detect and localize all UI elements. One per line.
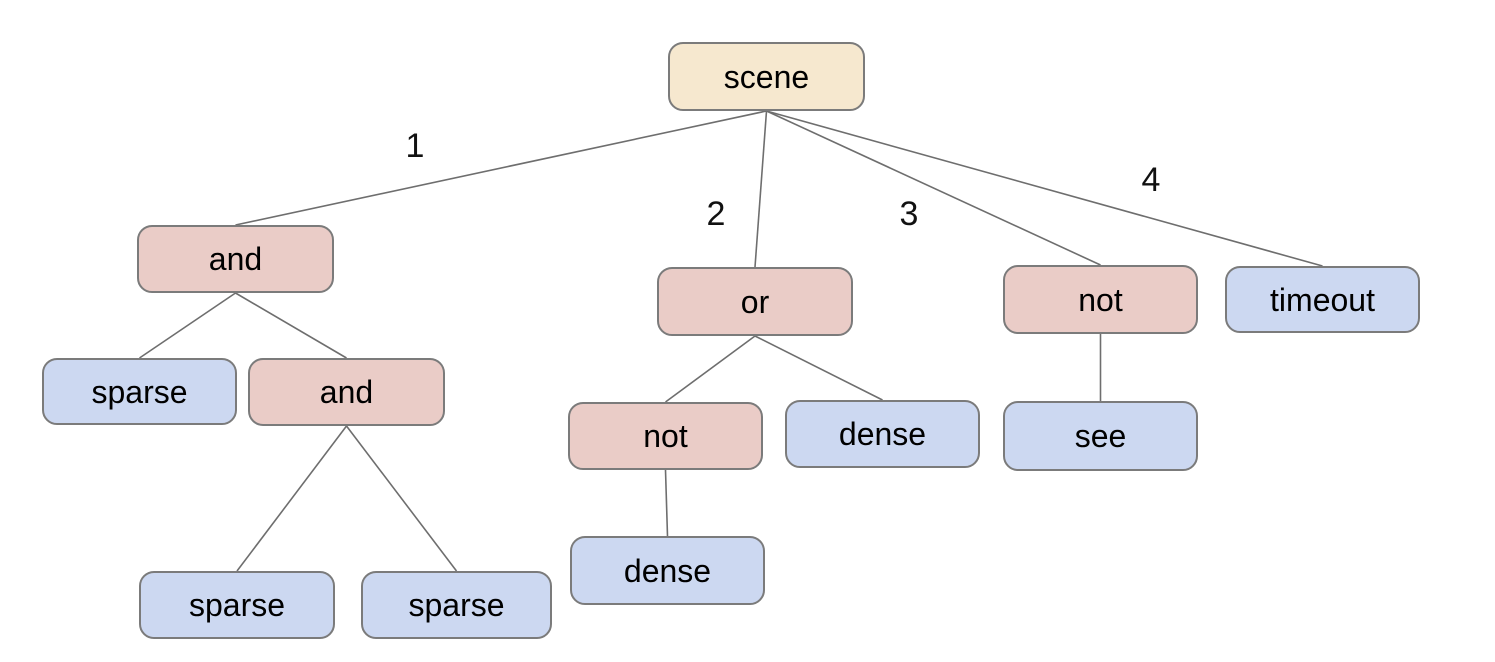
- tree-node-sparse-2: sparse: [139, 571, 335, 639]
- tree-edge-and-2-sparse-2: [236, 425, 348, 572]
- tree-edge-or-1-not-2: [665, 335, 756, 403]
- tree-node-label: see: [1074, 418, 1127, 454]
- edge-label-1: 1: [405, 127, 425, 165]
- tree-node-label: not: [643, 418, 688, 454]
- tree-edge-not-2-dense-2: [664, 469, 669, 537]
- tree-node-not-1: not: [1003, 265, 1198, 334]
- tree-node-label: dense: [838, 416, 927, 452]
- tree-node-label: and: [208, 241, 263, 277]
- tree-node-sparse-1: sparse: [42, 358, 237, 425]
- tree-node-label: not: [1078, 281, 1123, 318]
- tree-edge-scene-or-1: [754, 110, 768, 268]
- tree-node-timeout-1: timeout: [1225, 266, 1420, 333]
- tree-node-label: scene: [723, 58, 810, 95]
- tree-node-not-2: not: [568, 402, 763, 470]
- tree-node-or-1: or: [657, 267, 853, 336]
- tree-node-label: sparse: [188, 587, 286, 623]
- tree-node-see-1: see: [1003, 401, 1198, 471]
- edge-label-4: 4: [1141, 161, 1161, 199]
- edge-label-2: 2: [706, 195, 726, 233]
- edge-label-3: 3: [899, 195, 919, 233]
- tree-node-and-2: and: [248, 358, 445, 426]
- tree-edge-or-1-dense-1: [754, 335, 883, 401]
- tree-edge-and-1-sparse-1: [139, 292, 236, 359]
- tree-edge-scene-and-1: [235, 110, 767, 226]
- tree-node-and-1: and: [137, 225, 334, 293]
- tree-edge-and-1-and-2: [235, 292, 347, 359]
- tree-node-label: or: [740, 283, 770, 320]
- tree-node-dense-2: dense: [570, 536, 765, 605]
- tree-node-label: and: [319, 374, 374, 410]
- tree-node-label: sparse: [91, 373, 188, 410]
- tree-node-sparse-3: sparse: [361, 571, 552, 639]
- tree-edge-and-2-sparse-3: [345, 425, 458, 572]
- tree-node-label: dense: [623, 552, 712, 589]
- tree-edge-scene-not-1: [766, 110, 1101, 266]
- tree-node-label: sparse: [408, 587, 505, 623]
- tree-node-scene: scene: [668, 42, 865, 111]
- tree-edge-scene-timeout-1: [766, 110, 1323, 267]
- tree-node-label: timeout: [1270, 281, 1375, 318]
- tree-node-dense-1: dense: [785, 400, 980, 468]
